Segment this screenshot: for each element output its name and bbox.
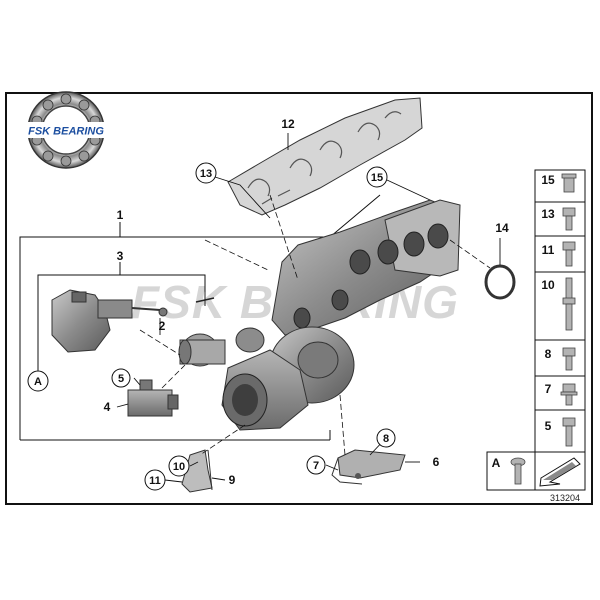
- leader-11: [164, 479, 183, 483]
- callout-15: 15: [366, 166, 388, 188]
- svg-text:14: 14: [495, 221, 509, 235]
- heat-shield: [227, 97, 423, 216]
- svg-text:11: 11: [149, 475, 161, 487]
- callout-a: A: [27, 370, 49, 392]
- svg-text:6: 6: [433, 455, 440, 469]
- callout-12: 12: [281, 117, 295, 131]
- bolt-icon: [562, 417, 576, 447]
- diagram-number: 313204: [550, 493, 580, 503]
- callout-2: 2: [159, 319, 166, 333]
- legend-label-10: 10: [541, 278, 555, 292]
- callout-4: 4: [104, 400, 111, 414]
- leader-15: [386, 179, 431, 201]
- bolt-icon: [562, 241, 576, 267]
- bolt-icon: [562, 347, 576, 371]
- leader-5: [133, 377, 141, 386]
- pushrod: [195, 292, 215, 306]
- legend-label-5: 5: [545, 419, 552, 433]
- callout-1: 1: [117, 208, 124, 222]
- brand-logo: FSK BEARING: [22, 91, 110, 169]
- turbocharger-housing: [178, 326, 355, 431]
- nut-icon: [561, 173, 577, 193]
- screw-icon: [510, 457, 526, 485]
- svg-text:15: 15: [371, 172, 383, 184]
- legend-label-15: 15: [541, 173, 555, 187]
- leader-4: [116, 403, 129, 408]
- svg-text:7: 7: [313, 460, 319, 472]
- bolt-icon: [562, 207, 576, 231]
- leader-9: [211, 477, 226, 481]
- svg-text:3: 3: [117, 249, 124, 263]
- svg-text:5: 5: [118, 373, 124, 385]
- fastener-legend: 15 13 11 10 8 7 5: [534, 169, 586, 491]
- legend-label-a: A: [492, 456, 501, 470]
- callout-11: 11: [144, 469, 166, 491]
- arrow-icon: [539, 457, 581, 487]
- brand-name: FSK BEARING: [28, 126, 104, 138]
- callout-8: 8: [376, 428, 396, 448]
- leader-10: [189, 461, 199, 467]
- legend-label-8: 8: [545, 347, 552, 361]
- callout-9: 9: [229, 473, 236, 487]
- support-bracket: [331, 449, 406, 485]
- dash-lines: [139, 194, 491, 456]
- callout-6: 6: [433, 455, 440, 469]
- svg-text:13: 13: [200, 168, 212, 180]
- callout-10: 10: [168, 455, 190, 477]
- leader-13: [214, 176, 271, 219]
- gasket-ring: [484, 264, 516, 300]
- diagram-frame: [5, 92, 593, 505]
- svg-text:2: 2: [159, 319, 166, 333]
- legend-label-7: 7: [545, 382, 552, 396]
- callout-14: 14: [495, 221, 509, 235]
- callout-13: 13: [195, 162, 217, 184]
- group-brackets: [19, 194, 381, 441]
- svg-text:10: 10: [173, 461, 185, 473]
- bracket-part: [181, 449, 213, 493]
- callout-7: 7: [306, 455, 326, 475]
- leader-7: [325, 464, 339, 471]
- exhaust-manifold: [271, 199, 461, 336]
- svg-text:12: 12: [281, 117, 295, 131]
- group-3-bracket: [37, 274, 206, 370]
- stud-icon: [562, 277, 576, 331]
- callout-5: 5: [111, 368, 131, 388]
- actuator-assembly: [51, 289, 168, 353]
- svg-text:1: 1: [117, 208, 124, 222]
- legend-label-13: 13: [541, 207, 555, 221]
- svg-text:4: 4: [104, 400, 111, 414]
- flange-bolt-icon: [560, 383, 578, 406]
- legend-label-11: 11: [542, 243, 555, 257]
- reference-box: A: [486, 451, 586, 491]
- svg-text:8: 8: [383, 433, 389, 445]
- svg-text:A: A: [34, 376, 42, 388]
- sensor-part: [127, 379, 179, 417]
- callout-3: 3: [117, 249, 124, 263]
- svg-text:9: 9: [229, 473, 236, 487]
- group-1-bracket: [19, 194, 381, 440]
